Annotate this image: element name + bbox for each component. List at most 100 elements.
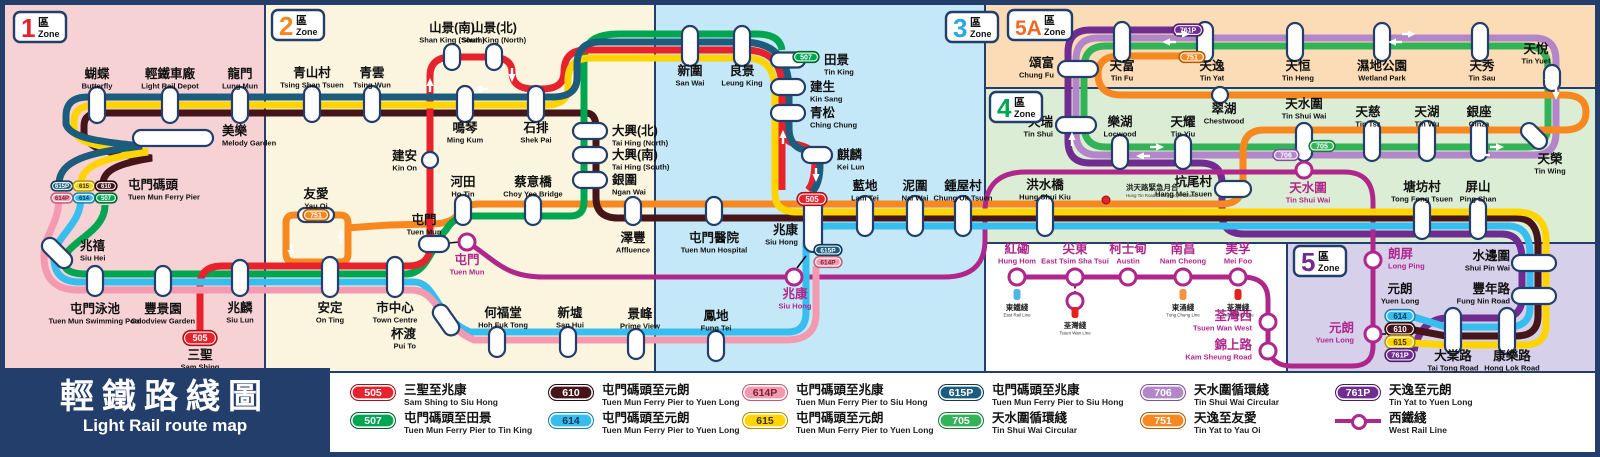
- direction-arrow-head: [1388, 38, 1396, 46]
- station-label-en-tai-hing-north: Tai Hing (North): [612, 139, 669, 148]
- station-label-en-fung-tei: Fung Tei: [701, 324, 732, 333]
- legend-badge-610: 610: [548, 384, 594, 401]
- station-label-en-tin-yuet: Tin Yuet: [1522, 57, 1551, 66]
- station-label-en-nam-cheong: Nam Cheong: [1160, 257, 1207, 266]
- zone-label-number-5A: 5A: [1015, 17, 1042, 40]
- station-ginza: [1469, 119, 1489, 163]
- station-label-en-chestwood: Chestwood: [1204, 117, 1245, 126]
- station-hung-shui-kiu: [1035, 194, 1055, 238]
- route-badge-ring: [1386, 310, 1414, 322]
- legend-route-en: Tuen Mun Ferry Pier to Tin King: [404, 425, 533, 435]
- station-label-zh-east-tsim-sha-tsui: 尖東: [1062, 241, 1088, 256]
- station-shek-pai: [526, 84, 546, 124]
- station-tin-fu: [1112, 20, 1132, 64]
- station-yuen-long-wr: [1363, 324, 1383, 344]
- station-label-en-tin-tsz: Tin Tsz: [1355, 120, 1380, 129]
- zone-label-en: Zone: [1318, 263, 1340, 273]
- station-chung-fu: [1056, 59, 1100, 79]
- zone-label-zh: 區: [1318, 250, 1329, 263]
- zone-3: [655, 5, 985, 372]
- station-label-zh-tin-king: 田景: [824, 53, 850, 67]
- route-badge-label-706: 706: [1280, 153, 1292, 160]
- map-title-zh: 輕鐵路綫圖: [60, 378, 270, 416]
- legend-route-zh: 屯門碼頭至元朗: [602, 383, 690, 397]
- zone-label-box-1: [12, 10, 68, 44]
- interchange-tick: [1013, 289, 1021, 300]
- station-tsing-shan-tsuen: [302, 84, 322, 124]
- station-label-zh-ming-kum: 鳴琴: [452, 120, 478, 135]
- station-label-en-shui-pin-wai: Shui Pin Wai: [1465, 264, 1510, 273]
- station-tuen-mun-wr: [457, 232, 477, 252]
- station-label-zh-ho-tin: 河田: [450, 174, 475, 189]
- station-label-en-hung-shui-kiu: Hung Shui Kiu: [1019, 193, 1071, 202]
- station-label-en-tsuen-wan-west: Tsuen Wan West: [1193, 324, 1253, 333]
- route-badge-label-705: 705: [1316, 144, 1328, 151]
- direction-arrow-head: [812, 174, 820, 182]
- station-label-zh-tuen-mun-ferry-pier: 屯門碼頭: [128, 177, 179, 192]
- station-label-zh-tsuen-wan-west: 荃灣西: [1214, 308, 1252, 323]
- zone-label-en: Zone: [970, 29, 992, 39]
- direction-arrow-head: [1156, 143, 1164, 151]
- direction-arrow-head: [287, 250, 295, 258]
- station-label-en-tuen-mun-wr: Tuen Mun: [450, 268, 485, 277]
- zone-label-en: Zone: [1014, 109, 1036, 119]
- station-goodview-garden: [153, 264, 173, 298]
- interchange-line-en: Tung Chung Line: [1166, 313, 1200, 318]
- station-label-zh-tuen-mun: 屯門: [411, 212, 436, 227]
- station-label-zh-tin-shui-wai: 天水圍: [1285, 96, 1323, 111]
- legend-route-en: Tin Yat to Yuen Long: [1389, 397, 1473, 407]
- station-label-zh-lung-mun: 龍門: [227, 66, 252, 81]
- legend-route-en: Tuen Mun Ferry Pier to Yuen Long: [602, 397, 740, 407]
- station-chestwood: [1210, 85, 1230, 105]
- direction-arrow-head: [1544, 72, 1552, 80]
- station-label-zh-long-ping-wr: 朗屏: [1388, 246, 1414, 261]
- station-label-en-ping-shan: Ping Shan: [1460, 195, 1497, 204]
- station-tong-fong-tsuen: [1412, 197, 1432, 241]
- station-label-en-siu-hong-wr: Siu Hong: [779, 302, 812, 311]
- direction-arrow-head: [1182, 30, 1190, 38]
- station-label-en-kam-sheung-road: Kam Sheung Road: [1185, 353, 1252, 362]
- station-label-en-chung-uk-tsuen: Chung Uk Tsuen: [933, 194, 992, 203]
- station-label-en-tin-shui-wai-wr: Tin Shui Wai: [1286, 196, 1331, 205]
- station-label-zh-tin-wing: 天榮: [1537, 151, 1563, 166]
- station-tsuen-wan-west: [1258, 312, 1278, 332]
- station-label-zh-chung-uk-tsuen: 鍾屋村: [944, 178, 982, 193]
- zone-label-box-2: [270, 8, 326, 42]
- route-badge-label-751: 751: [1186, 55, 1198, 62]
- route-line-751: [282, 211, 352, 266]
- legend-route-zh: 天逸至元朗: [1389, 383, 1452, 397]
- route-badge-507: [94, 192, 118, 204]
- station-label-en-mei-foo: Mei Foo: [1224, 257, 1253, 266]
- station-san-wai: [680, 24, 700, 68]
- station-label-en-tin-wu: Tin Wu: [1415, 120, 1440, 129]
- station-label-zh-tong-fong-tsuen: 塘坊村: [1403, 179, 1441, 194]
- station-label-zh-shan-king-south: 山景(南): [429, 20, 475, 35]
- legend-badge-761P: 761P: [1335, 384, 1381, 401]
- station-label-en-tin-yat: Tin Yat: [1200, 74, 1225, 83]
- direction-arrow-head: [337, 230, 345, 238]
- station-label-zh-austin: 柯士甸: [1109, 241, 1147, 256]
- station-label-en-long-ping-wr: Long Ping: [1388, 262, 1425, 271]
- station-label-zh-leung-king: 良景: [729, 63, 755, 78]
- station-label-en-choy-yee-bridge: Choy Yee Bridge: [503, 190, 562, 199]
- interchange-line-zh: 東鐵綫: [1006, 302, 1029, 312]
- station-kin-sang: [769, 77, 807, 97]
- station-hoh-fuk-tong: [487, 325, 507, 359]
- station-label-zh-tuen-mun-swimming-pool: 屯門泳池: [70, 301, 121, 316]
- interchange-line-zh: 東涌綫: [1172, 302, 1195, 312]
- zone-label-box-5A: [1006, 8, 1074, 42]
- station-label-zh-tuen-mun-wr: 屯門: [454, 252, 479, 267]
- station-label-zh-chung-fu: 頌富: [1028, 55, 1054, 70]
- station-label-en-tsing-wun: Tsing Wun: [353, 81, 391, 90]
- station-label-zh-siu-lun: 兆麟: [227, 300, 253, 315]
